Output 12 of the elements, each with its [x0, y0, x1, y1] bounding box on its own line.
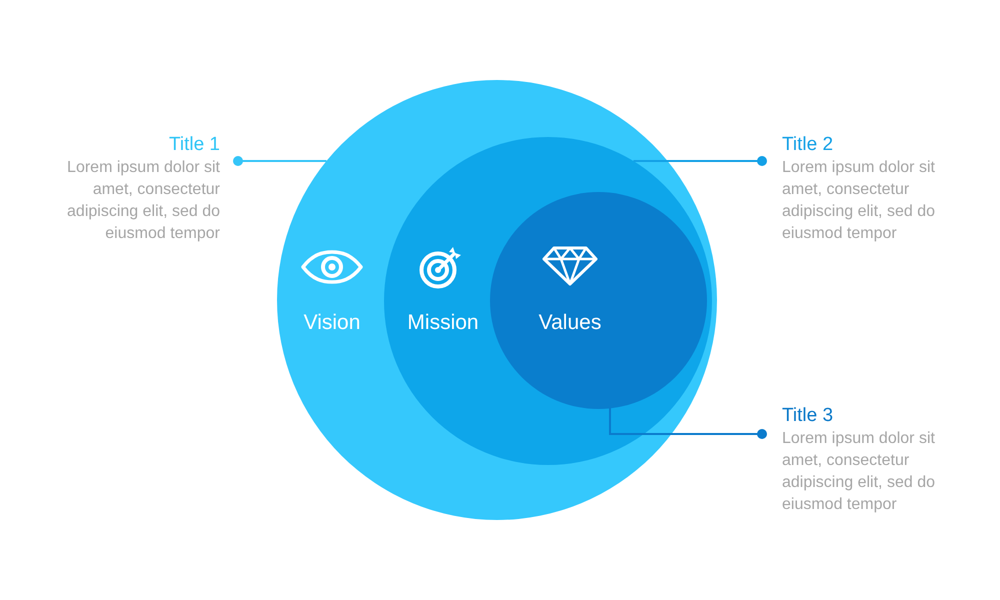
- callout-text: Lorem ipsum dolor sit amet, consectetur adipiscing elit, sed do eiusmod tempor: [66, 158, 220, 244]
- callout-text: Lorem ipsum dolor sit amet, consectetur adipiscing elit, sed do eiusmod tempor: [782, 429, 936, 515]
- callout-text: Lorem ipsum dolor sit amet, consectetur adipiscing elit, sed do eiusmod tempor: [782, 158, 936, 244]
- circle-label: Mission: [407, 310, 479, 336]
- circle-label: Values: [538, 310, 602, 336]
- leader-line: [233, 156, 326, 166]
- callout-title: Title 3: [782, 404, 834, 428]
- circle-label: Vision: [304, 310, 360, 336]
- callout-title: Title 2: [782, 133, 834, 157]
- leader-line: [609, 408, 767, 439]
- callout-title: Title 1: [168, 133, 220, 157]
- leader-line: [633, 156, 767, 166]
